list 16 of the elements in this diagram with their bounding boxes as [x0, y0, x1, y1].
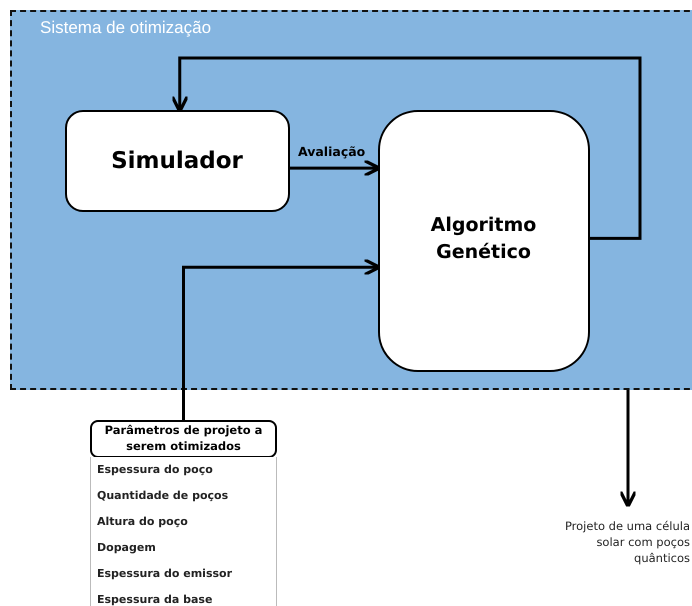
- arrow: [618, 390, 638, 508]
- list-item: Espessura do poço: [97, 462, 214, 478]
- list-panel: [90, 457, 277, 606]
- output-text: Projeto de uma célula solar com poços quânticos: [540, 518, 690, 570]
- list-item: Dopagem: [97, 540, 157, 556]
- list-item: Quantidade de poços: [97, 488, 230, 504]
- list-item: Altura do poço: [97, 514, 189, 530]
- list-item: Espessura da base: [97, 592, 214, 606]
- process-box: Simulador: [64, 110, 290, 212]
- header-box: Parâmetros de projeto a serem otimizados: [90, 420, 277, 458]
- system-region: [10, 10, 692, 390]
- list-item: Espessura do emissor: [97, 566, 234, 582]
- process-box: Algoritmo Genético: [378, 110, 590, 372]
- arrow: [170, 56, 642, 240]
- region-title: Sistema de otimização: [40, 18, 212, 38]
- edge-label: Avaliação: [298, 144, 366, 159]
